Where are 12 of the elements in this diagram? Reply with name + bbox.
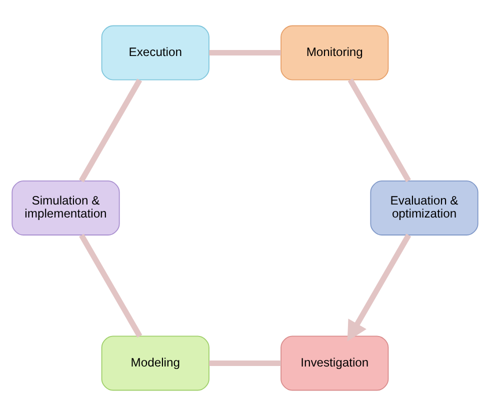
connector [209, 360, 281, 366]
node-box: Evaluation & optimization [370, 180, 478, 235]
node-box: Simulation & implementation [12, 180, 120, 235]
connector [79, 233, 142, 338]
connector [78, 78, 142, 182]
node-box: Modeling [101, 335, 210, 390]
connector [348, 78, 411, 182]
node-box: Execution [101, 24, 210, 80]
node-box: Monitoring [280, 24, 389, 80]
arrow [347, 233, 412, 341]
node-box: Investigation [280, 335, 389, 390]
connector [209, 49, 281, 56]
